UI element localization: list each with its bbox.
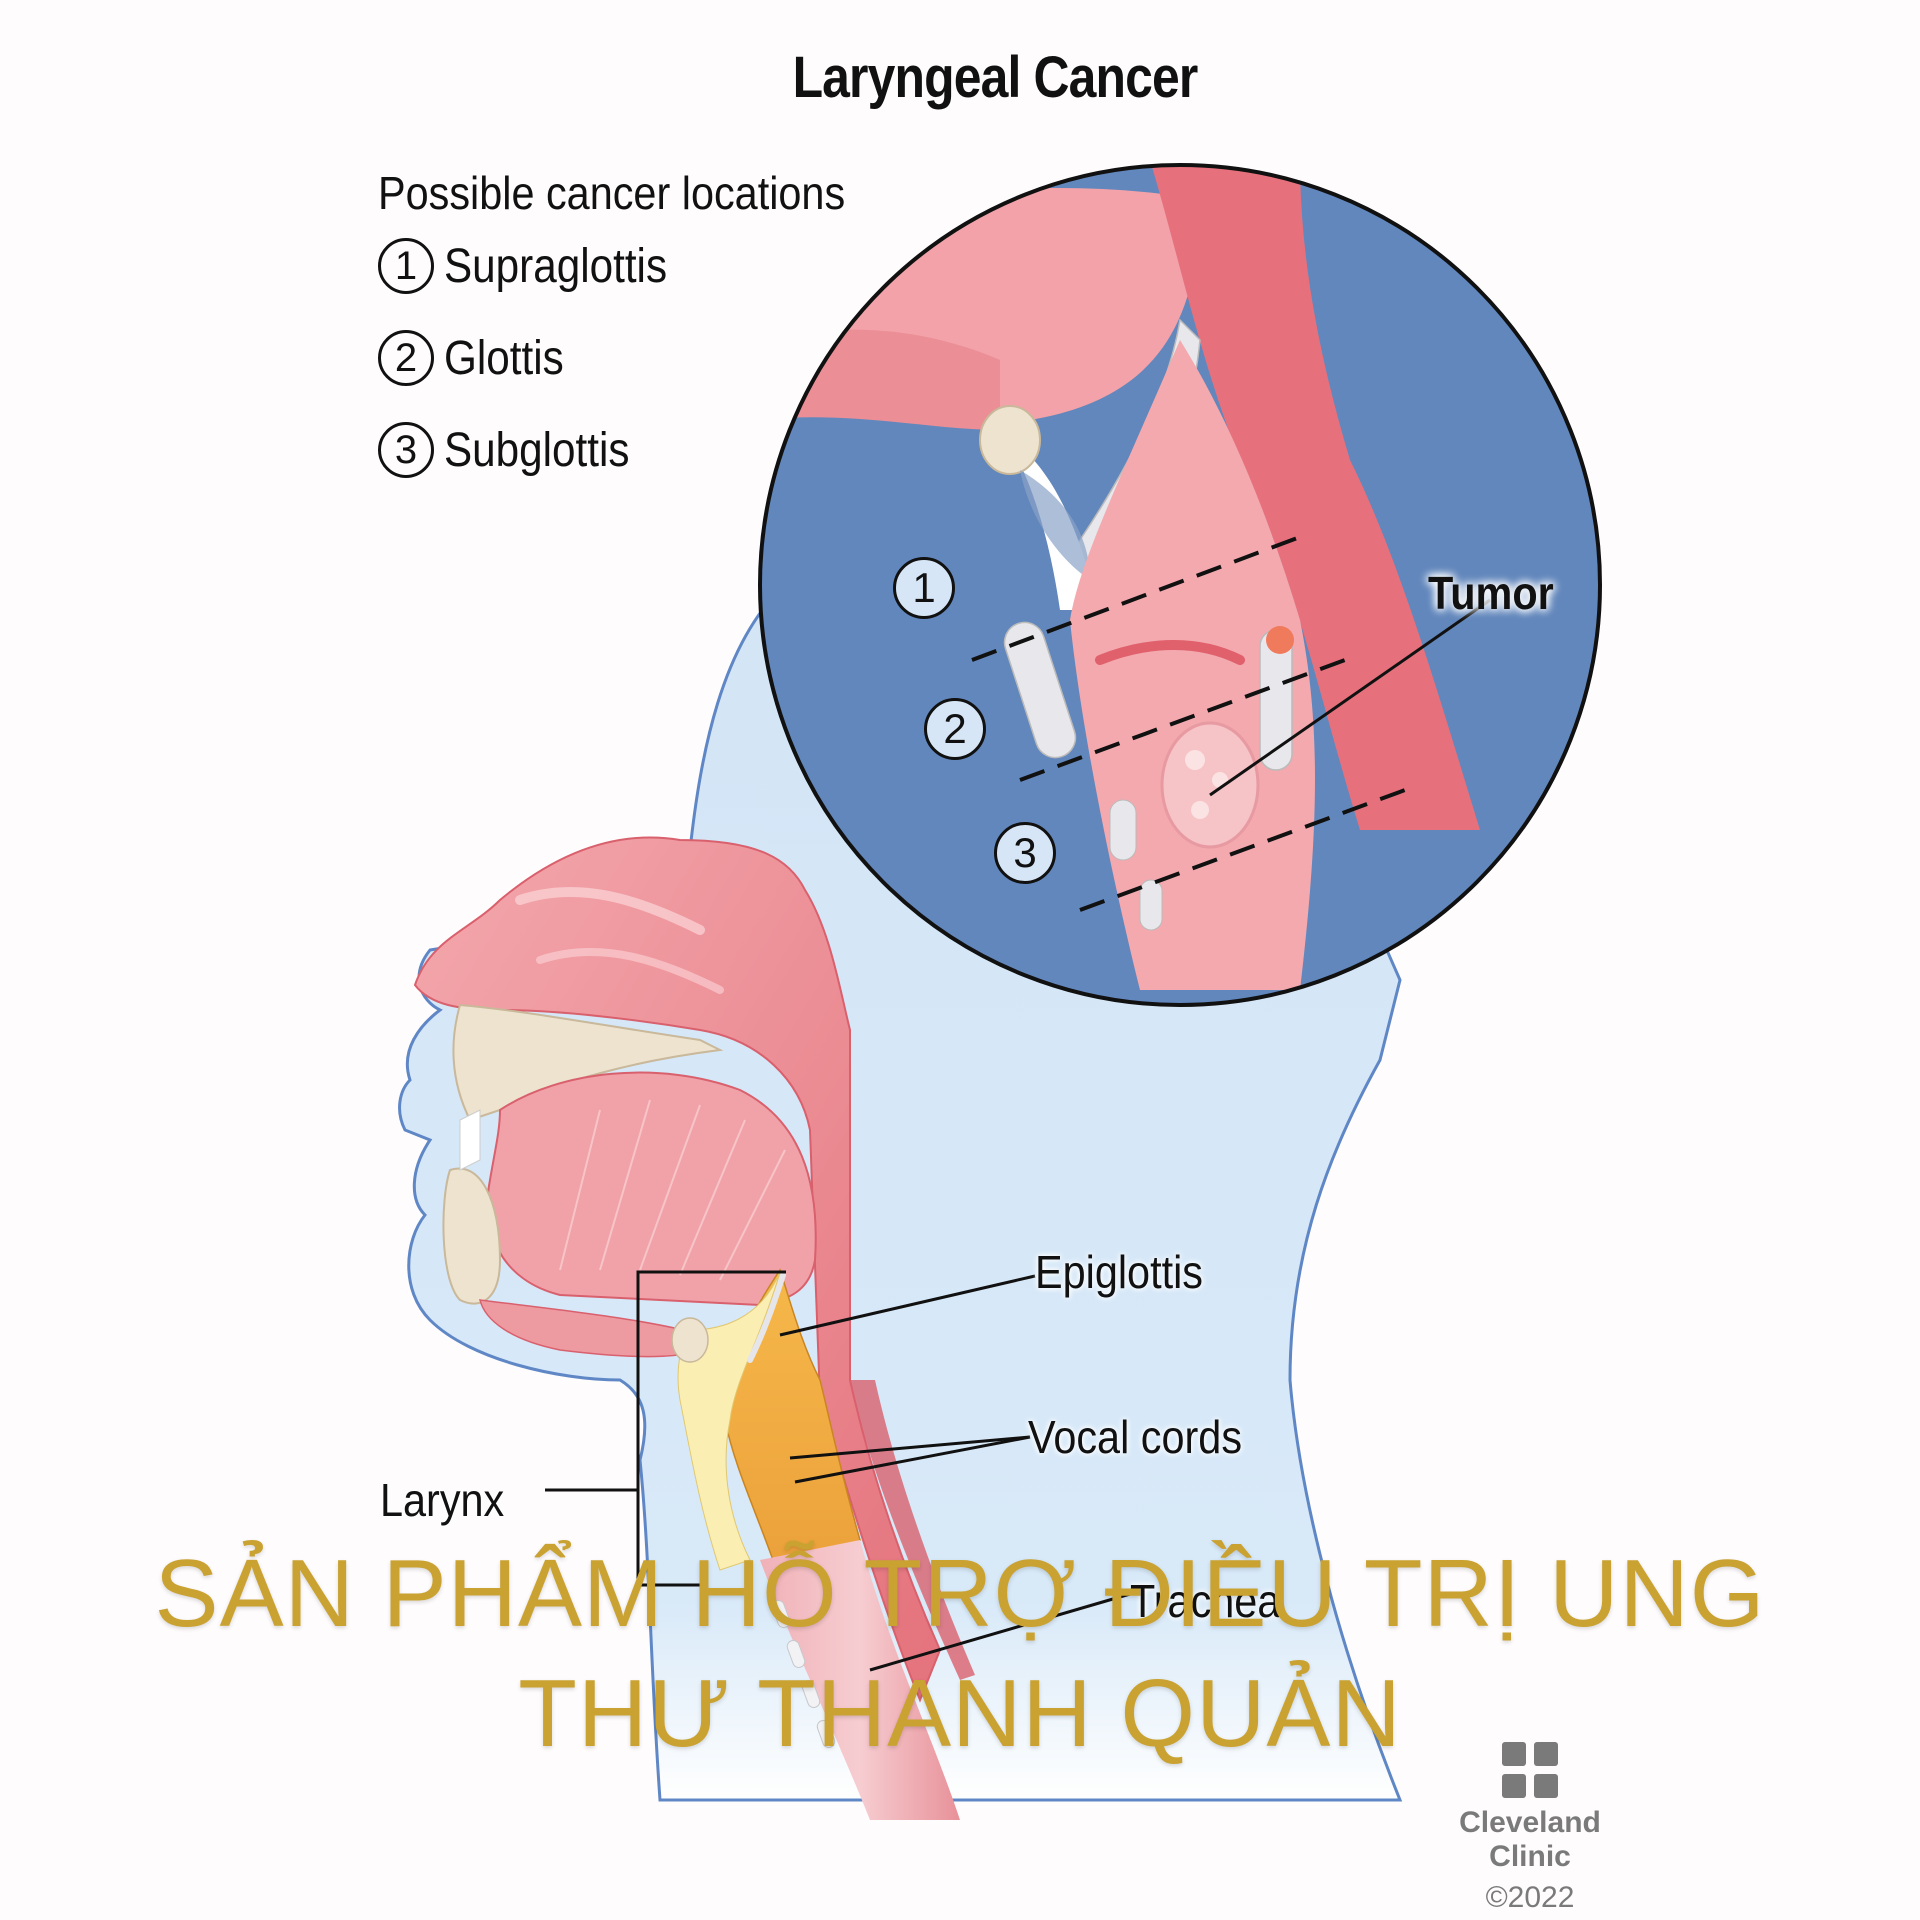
legend-item-glottis: 2 Glottis: [378, 312, 897, 404]
diagram-title: Laryngeal Cancer: [792, 45, 1199, 110]
tumor-label: Tumor: [1428, 567, 1554, 619]
promo-overlay-line-1: SẢN PHẨM HỖ TRỢ ĐIỀU TRỊ UNG: [154, 1540, 1766, 1647]
epiglottis-label: Epiglottis: [1035, 1246, 1203, 1298]
credit-name-line-2: Clinic: [1489, 1840, 1571, 1873]
circled-number-1: 1: [378, 238, 434, 294]
legend-item-supraglottis: 1 Supraglottis: [378, 220, 897, 312]
legend-label: Subglottis: [444, 423, 630, 477]
promo-overlay-line-2: THƯ THANH QUẢN: [518, 1660, 1402, 1767]
trachea-label: Trachea: [1130, 1575, 1281, 1627]
larynx-label: Larynx: [380, 1474, 505, 1526]
inset-zone-1-marker: 1: [893, 557, 955, 619]
legend-label: Supraglottis: [444, 239, 668, 293]
legend-label: Glottis: [444, 331, 564, 385]
inset-zone-3-marker: 3: [994, 822, 1056, 884]
credit-name-line-1: Cleveland: [1459, 1806, 1601, 1839]
inset-magnification: [758, 163, 1602, 1007]
circled-number-2: 2: [378, 330, 434, 386]
credit-copyright: ©2022: [1485, 1881, 1575, 1914]
inset-zone-2-marker: 2: [924, 698, 986, 760]
larynx-bracket: [545, 1270, 786, 1587]
tumor: [1160, 721, 1260, 849]
legend-item-subglottis: 3 Subglottis: [378, 404, 897, 496]
legend: Possible cancer locations 1 Supraglottis…: [378, 166, 897, 496]
legend-heading: Possible cancer locations: [378, 167, 846, 219]
vocal-cords-label: Vocal cords: [1028, 1411, 1243, 1463]
circled-number-3: 3: [378, 422, 434, 478]
cleveland-clinic-logo-icon: [1502, 1742, 1558, 1798]
cleveland-clinic-credit: Cleveland Clinic ©2022: [1450, 1742, 1610, 1918]
